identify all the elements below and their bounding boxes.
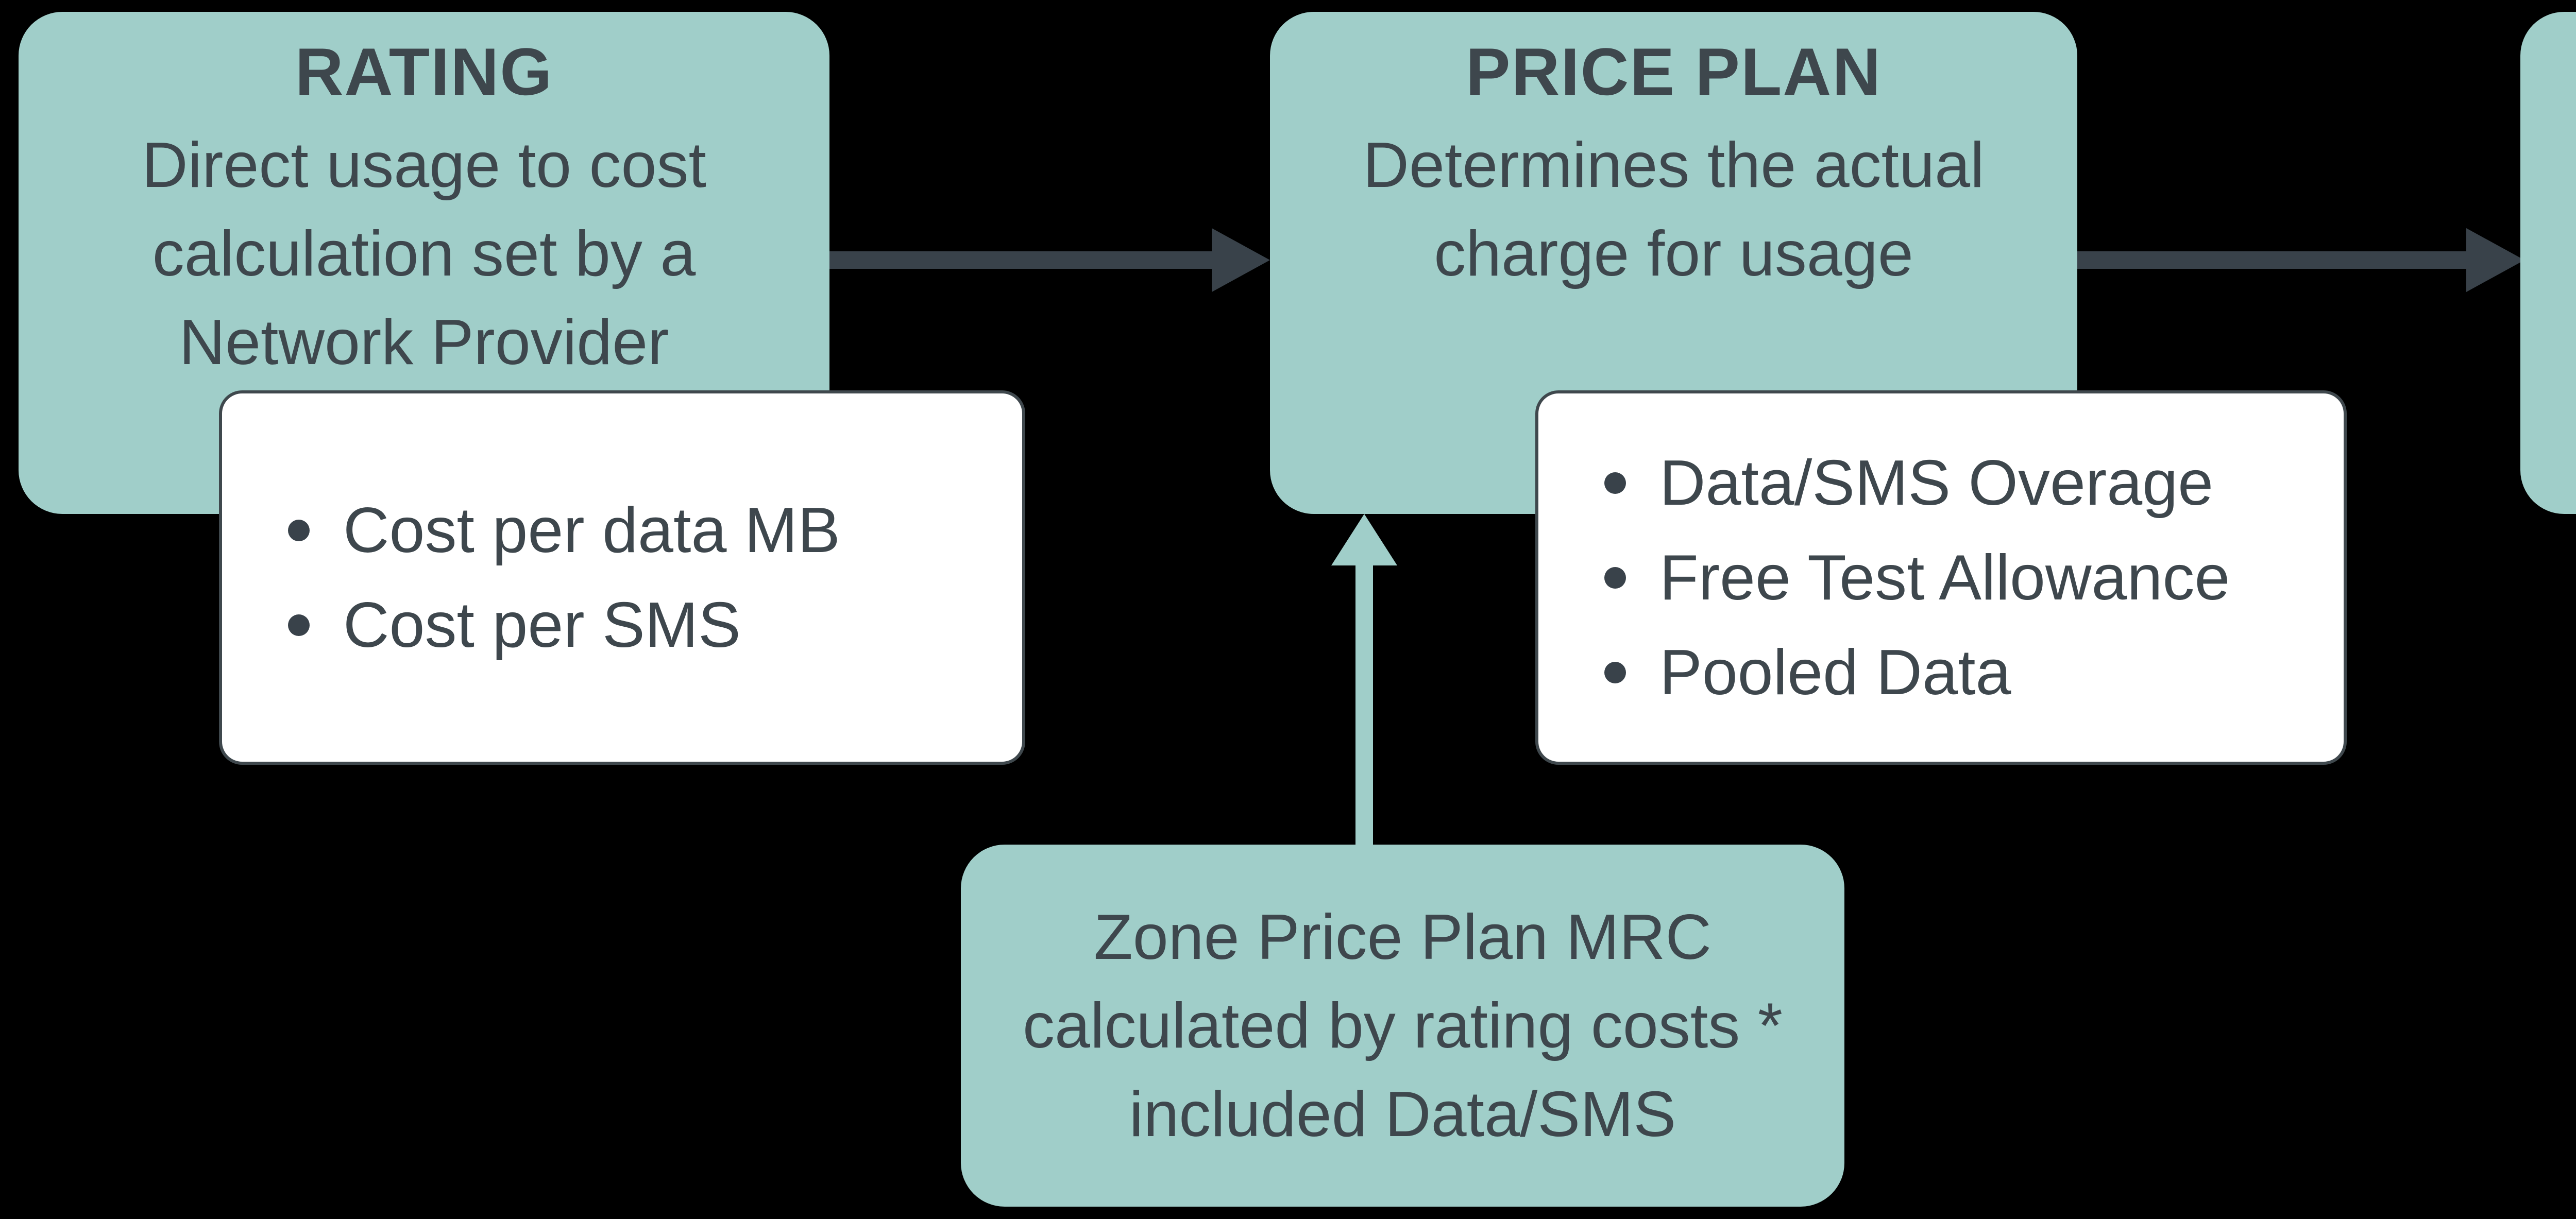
bullet-dot-icon bbox=[1604, 661, 1626, 683]
bullet-text: Cost per data MB bbox=[343, 494, 840, 566]
bullet-dot-icon bbox=[1604, 472, 1626, 494]
bullet-item: Free Test Allowance bbox=[1600, 530, 2323, 625]
bullet-item: Cost per data MB bbox=[284, 483, 1002, 578]
arrow-zone-note-to-price-plan-shaft bbox=[1355, 561, 1373, 847]
node-title: BILL bbox=[2541, 27, 2576, 116]
node-description-line: during a Billing Cycle bbox=[2541, 210, 2576, 298]
arrow-up-head-icon bbox=[1331, 514, 1397, 565]
node-description-line: Determines the actual bbox=[1363, 130, 1985, 201]
node-description: Direct usage to cost calculation set by … bbox=[39, 121, 809, 387]
node-title: RATING bbox=[295, 34, 553, 109]
node-description-line: Total of all charges bbox=[2541, 121, 2576, 210]
node-rating: RATING Direct usage to cost calculation … bbox=[19, 12, 829, 514]
node-bill: BILL Total of all charges during a Billi… bbox=[2520, 12, 2576, 514]
node-description-line: charge for usage bbox=[1434, 218, 1913, 289]
arrow-rating-to-price-plan-shaft bbox=[829, 251, 1213, 269]
node-description-line: calculated by rating costs * bbox=[1023, 990, 1783, 1061]
arrow-right-head-icon bbox=[1212, 228, 1270, 292]
bullet-dot-icon bbox=[288, 614, 310, 636]
node-description-line: included Data/SMS bbox=[1129, 1078, 1676, 1150]
node-zone-note: Zone Price Plan MRC calculated by rating… bbox=[961, 845, 1844, 1207]
node-description: Zone Price Plan MRC calculated by rating… bbox=[981, 893, 1824, 1159]
callout-rating-details: Cost per data MB Cost per SMS bbox=[219, 390, 1025, 765]
bullet-text: Data/SMS Overage bbox=[1659, 447, 2214, 519]
bullet-list: Cost per data MB Cost per SMS bbox=[222, 483, 1022, 673]
node-description: Total of all charges during a Billing Cy… bbox=[2541, 121, 2576, 298]
callout-price-plan-details: Data/SMS Overage Free Test Allowance Poo… bbox=[1535, 390, 2347, 765]
node-description-line: Network Provider bbox=[179, 307, 669, 378]
node-description-line: calculation set by a bbox=[152, 218, 696, 289]
bullet-dot-icon bbox=[1604, 566, 1626, 589]
node-title: PRICE PLAN bbox=[1465, 34, 1882, 109]
bullet-item: Data/SMS Overage bbox=[1600, 436, 2323, 530]
bullet-text: Pooled Data bbox=[1659, 637, 2011, 708]
arrow-price-plan-to-bill-shaft bbox=[2077, 251, 2466, 269]
bullet-dot-icon bbox=[288, 519, 310, 541]
arrow-right-head-icon bbox=[2466, 228, 2524, 292]
bullet-text: Cost per SMS bbox=[343, 589, 741, 661]
node-description: Determines the actual charge for usage bbox=[1291, 121, 2057, 298]
bullet-list: Data/SMS Overage Free Test Allowance Poo… bbox=[1538, 436, 2344, 720]
node-description-line: Zone Price Plan MRC bbox=[1093, 901, 1712, 973]
bullet-item: Pooled Data bbox=[1600, 625, 2323, 720]
bullet-text: Free Test Allowance bbox=[1659, 542, 2230, 613]
bullet-item: Cost per SMS bbox=[284, 578, 1002, 673]
node-description-line: Direct usage to cost bbox=[142, 130, 706, 201]
